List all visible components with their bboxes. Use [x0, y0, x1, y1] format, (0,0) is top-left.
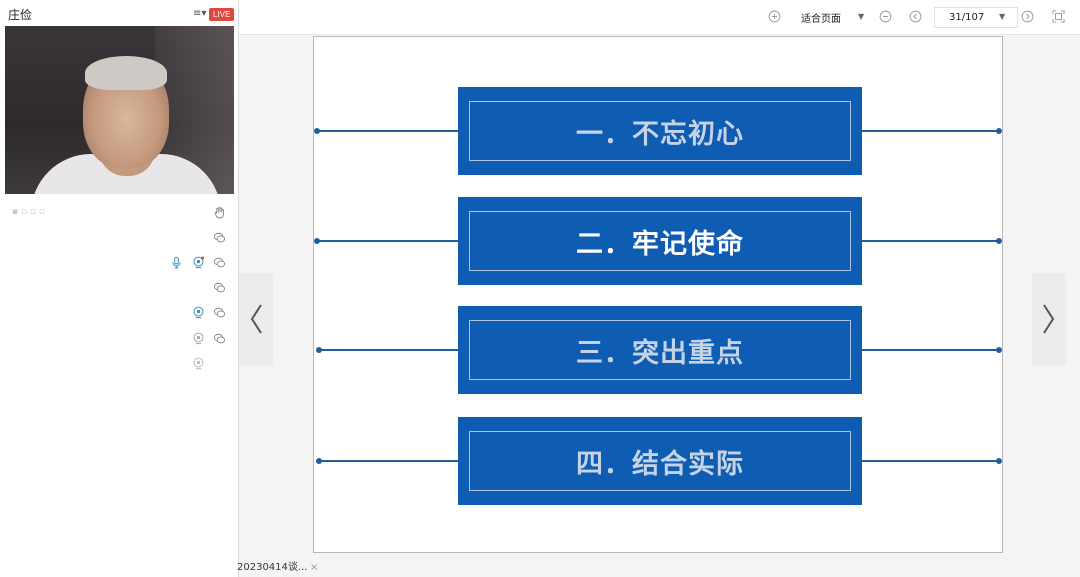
connector-dot [996, 128, 1002, 134]
agenda-item-2: 二．牢记使命 [458, 197, 862, 285]
connector-dot [996, 238, 1002, 244]
agenda-item-2-label: 二．牢记使命 [576, 228, 744, 260]
prev-page-icon[interactable] [909, 10, 922, 23]
camera-icon[interactable] [192, 357, 205, 370]
fullscreen-icon[interactable] [1052, 10, 1065, 23]
next-slide-button[interactable] [1032, 273, 1066, 365]
chevron-right-icon [1043, 304, 1055, 334]
page-indicator[interactable]: 31/107 [934, 7, 1018, 28]
fit-mode-select[interactable]: 适合页面 [801, 14, 841, 25]
zoom-in-icon[interactable] [768, 10, 781, 23]
connector-dot [996, 347, 1002, 353]
agenda-item-1-label: 一．不忘初心 [576, 118, 744, 150]
connector-dot [314, 238, 320, 244]
agenda-item-4: 四．结合实际 [458, 417, 862, 505]
presenter-video [5, 26, 234, 194]
microphone-icon[interactable] [170, 256, 183, 269]
slide-page: 一．不忘初心 二．牢记使命 三．突出重点 四．结合实际 [313, 36, 1003, 553]
chat-icon[interactable] [213, 231, 226, 244]
chevron-left-icon [250, 304, 262, 334]
connector-dot [314, 128, 320, 134]
page-number: 31/107 [949, 12, 985, 23]
agenda-item-4-label: 四．结合实际 [576, 448, 744, 480]
chat-icon[interactable] [213, 306, 226, 319]
prev-slide-button[interactable] [239, 273, 273, 365]
live-badge: LIVE [209, 8, 235, 21]
file-tab-label[interactable]: 20230414谈... [237, 562, 308, 573]
agenda-item-3-label: 三．突出重点 [576, 337, 744, 369]
zoom-out-icon[interactable] [879, 10, 892, 23]
blurred-participants [0, 250, 150, 430]
camera-icon[interactable] [192, 306, 205, 319]
raise-hand-icon[interactable] [213, 206, 226, 219]
camera-icon[interactable] [192, 332, 205, 345]
list-menu-icon[interactable]: ≡▾ [193, 8, 207, 19]
connector-dot [316, 347, 322, 353]
chevron-down-icon[interactable]: ▼ [999, 12, 1006, 21]
agenda-item-1: 一．不忘初心 [458, 87, 862, 175]
left-panel: 庄俭 ≡▾ LIVE ▪ ▫ ▫ ▫ [0, 0, 239, 577]
chat-icon[interactable] [213, 332, 226, 345]
next-page-icon[interactable] [1021, 10, 1034, 23]
document-toolbar: 适合页面 ▼ 31/107 ▼ [239, 0, 1080, 35]
chat-icon[interactable] [213, 281, 226, 294]
connector-dot [996, 458, 1002, 464]
agenda-item-3: 三．突出重点 [458, 306, 862, 394]
presenter-name: 庄俭 [8, 8, 33, 22]
presenter-header: 庄俭 ≡▾ LIVE [0, 0, 238, 27]
camera-icon[interactable] [192, 256, 205, 269]
chevron-down-icon[interactable]: ▼ [858, 12, 865, 21]
file-tab-close-icon[interactable]: × [310, 562, 319, 573]
connector-dot [316, 458, 322, 464]
chat-icon[interactable] [213, 256, 226, 269]
participant-toolbar: ▪ ▫ ▫ ▫ [12, 207, 45, 217]
